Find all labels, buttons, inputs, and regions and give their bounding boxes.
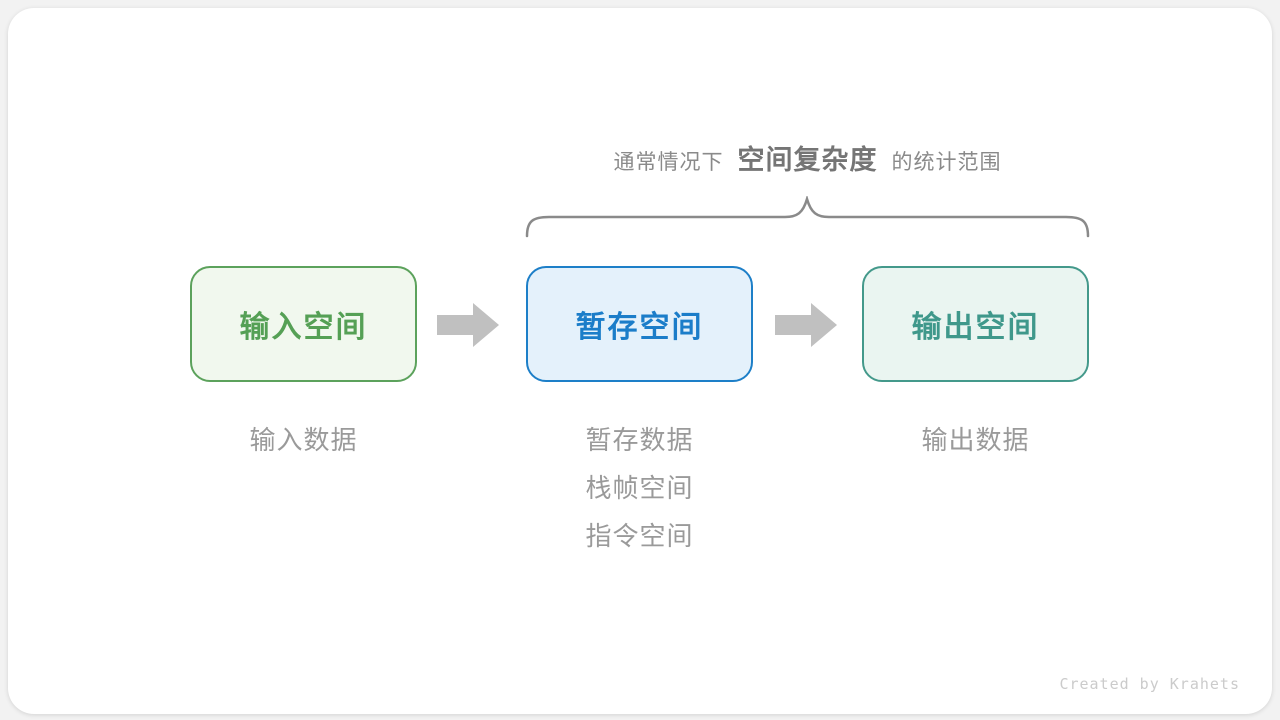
note-line: 输出数据 xyxy=(921,425,1030,455)
title-suffix: 的统计范围 xyxy=(891,151,1002,174)
arrow-icon xyxy=(437,300,501,350)
temporary-space-box: 暂存空间 xyxy=(526,266,753,382)
note-line: 栈帧空间 xyxy=(585,473,694,503)
temporary-space-notes: 暂存数据栈帧空间指令空间 xyxy=(526,416,753,560)
output-space-label: 输出空间 xyxy=(911,311,1040,344)
diagram-title: 通常情况下 空间复杂度 的统计范围 xyxy=(525,138,1090,186)
scope-brace xyxy=(525,194,1090,240)
curly-brace-icon xyxy=(525,194,1090,238)
title-highlight: 空间复杂度 xyxy=(737,145,878,175)
note-line: 暂存数据 xyxy=(585,425,694,455)
input-space-notes: 输入数据 xyxy=(190,416,417,464)
output-space-box: 输出空间 xyxy=(862,266,1089,382)
temporary-space-label: 暂存空间 xyxy=(575,311,704,344)
input-space-label: 输入空间 xyxy=(239,311,368,344)
note-line: 输入数据 xyxy=(249,425,358,455)
output-space-notes: 输出数据 xyxy=(862,416,1089,464)
title-prefix: 通常情况下 xyxy=(613,151,724,174)
arrow-icon xyxy=(775,300,839,350)
input-space-box: 输入空间 xyxy=(190,266,417,382)
credit-text: Created by Krahets xyxy=(1059,675,1240,693)
note-line: 指令空间 xyxy=(585,521,694,551)
